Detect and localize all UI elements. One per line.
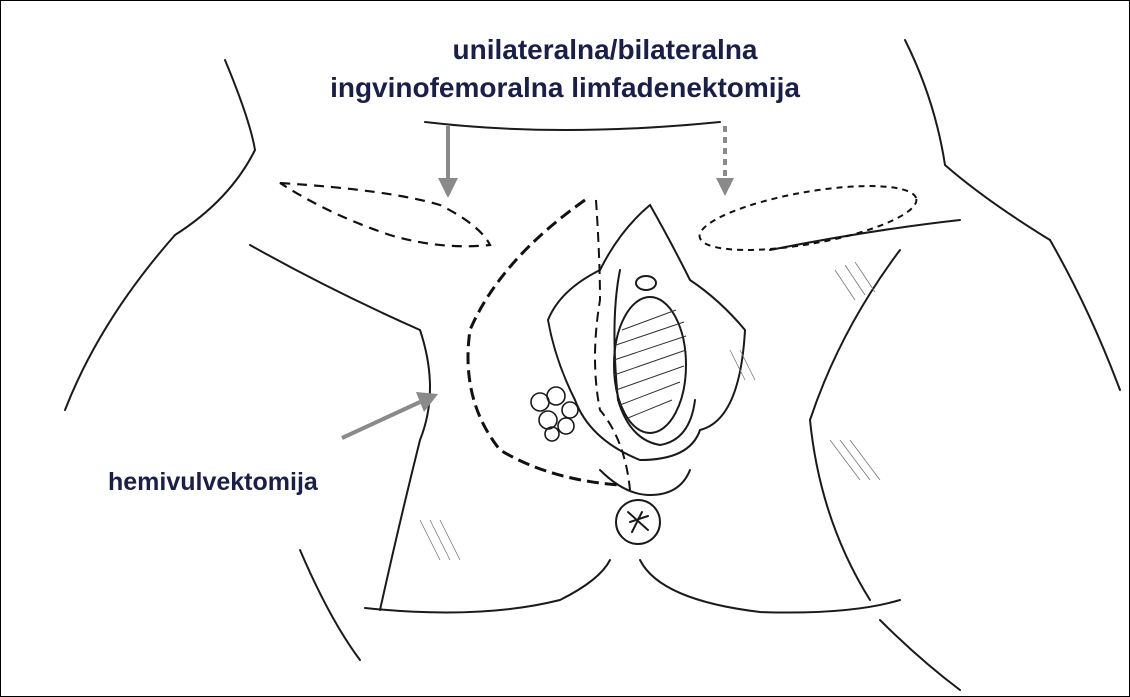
- abdomen-curve: [425, 122, 720, 130]
- right-thigh-outer: [880, 620, 960, 690]
- introitus: [614, 297, 686, 433]
- right-hip-outline: [1050, 240, 1120, 390]
- vulva-outer: [548, 205, 745, 460]
- arrow-right-groin-dotted: [716, 126, 734, 196]
- left-thigh-inner: [250, 245, 430, 610]
- right-thigh-line: [810, 250, 900, 600]
- anus-mark: [628, 512, 648, 532]
- thigh-shading: [420, 262, 880, 560]
- urethral-opening: [636, 276, 656, 290]
- arrow-left-groin: [438, 126, 458, 198]
- buttock-left: [365, 560, 610, 613]
- title-line-1: unilateralna/bilateralna: [40, 34, 1130, 66]
- perineal-body: [600, 470, 690, 495]
- right-torso-outline: [905, 40, 1050, 240]
- hemivulvectomy-label: hemivulvektomija: [108, 468, 318, 497]
- hemivulvectomy-incision-outer: [468, 200, 620, 485]
- lesion: [531, 387, 578, 441]
- left-groin-incision: [280, 183, 490, 246]
- right-thigh-inner: [770, 220, 960, 250]
- labia-inner: [614, 270, 695, 445]
- title-line-2: ingvinofemoralna limfadenektomija: [0, 72, 1130, 104]
- left-thigh-outer: [300, 550, 360, 660]
- left-hip-outline: [65, 235, 175, 410]
- introitus-hatching: [614, 310, 686, 418]
